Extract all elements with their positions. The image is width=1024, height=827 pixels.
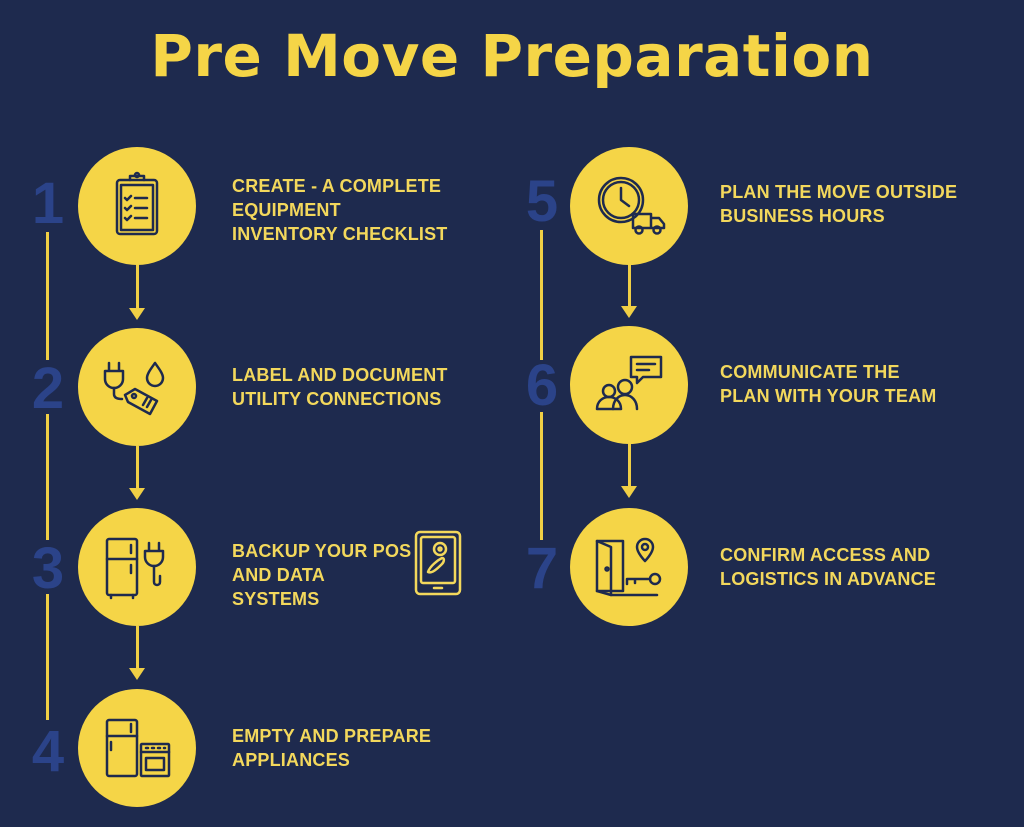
step-6-label: COMMUNICATE THE PLAN WITH YOUR TEAM — [720, 360, 1010, 408]
page-title: Pre Move Preparation — [150, 22, 874, 90]
step-number: 3 — [31, 536, 65, 601]
step-3-circle — [78, 508, 196, 626]
label-line: LABEL AND DOCUMENT — [232, 365, 448, 385]
label-line: CREATE - A COMPLETE — [232, 176, 442, 196]
team-chat-icon — [595, 355, 663, 411]
arrow-6-7 — [621, 444, 637, 498]
arrow-1-2 — [129, 264, 145, 320]
timeline-line-right-2 — [540, 412, 543, 540]
step-5-circle — [570, 147, 688, 265]
label-line: BUSINESS HOURS — [720, 206, 885, 226]
arrow-2-3 — [129, 446, 145, 500]
arrow-5-6 — [621, 264, 637, 318]
step-4-circle — [78, 689, 196, 807]
timeline-line-left-2 — [46, 414, 49, 540]
label-line: APPLIANCES — [232, 750, 351, 770]
label-line: BACKUP YOUR POS — [232, 541, 412, 561]
label-line: AND DATA SYSTEMS — [232, 565, 325, 609]
label-line: EQUIPMENT — [232, 200, 341, 220]
hard-drive-icon — [414, 530, 462, 596]
door-key-location-icon — [595, 537, 662, 597]
step-number: 7 — [525, 536, 559, 601]
step-7-circle — [570, 508, 688, 626]
label-line: UTILITY CONNECTIONS — [232, 389, 442, 409]
step-3-label: BACKUP YOUR POS AND DATA SYSTEMS — [232, 539, 412, 611]
fridge-plug-icon — [105, 537, 165, 600]
step-2-circle — [78, 328, 196, 446]
plug-tag-water-icon — [103, 361, 165, 416]
fridge-stove-icon — [105, 718, 171, 778]
step-4-label: EMPTY AND PREPARE APPLIANCES — [232, 724, 492, 772]
label-line: INVENTORY CHECKLIST — [232, 224, 448, 244]
step-1-circle — [78, 147, 196, 265]
label-line: PLAN THE MOVE OUTSIDE — [720, 182, 958, 202]
label-line: PLAN WITH YOUR TEAM — [720, 386, 937, 406]
timeline-line-left-1 — [46, 232, 49, 360]
label-line: COMMUNICATE THE — [720, 362, 900, 382]
step-5-label: PLAN THE MOVE OUTSIDE BUSINESS HOURS — [720, 180, 1010, 228]
clipboard-checklist-icon — [115, 171, 159, 236]
label-line: EMPTY AND PREPARE — [232, 726, 432, 746]
label-line: LOGISTICS IN ADVANCE — [720, 569, 937, 589]
step-1-label: CREATE - A COMPLETE EQUIPMENT INVENTORY … — [232, 174, 492, 246]
arrow-3-4 — [129, 626, 145, 680]
step-number: 6 — [525, 353, 559, 418]
label-line: CONFIRM ACCESS AND — [720, 545, 931, 565]
step-number: 5 — [525, 169, 559, 234]
step-6-circle — [570, 326, 688, 444]
step-2-label: LABEL AND DOCUMENT UTILITY CONNECTIONS — [232, 363, 492, 411]
clock-truck-icon — [597, 176, 666, 235]
timeline-line-left-3 — [46, 594, 49, 720]
step-7-label: CONFIRM ACCESS AND LOGISTICS IN ADVANCE — [720, 543, 1010, 591]
timeline-line-right-1 — [540, 230, 543, 360]
step-number: 2 — [31, 356, 65, 421]
step-number: 4 — [31, 719, 65, 784]
step-number: 1 — [31, 171, 65, 236]
